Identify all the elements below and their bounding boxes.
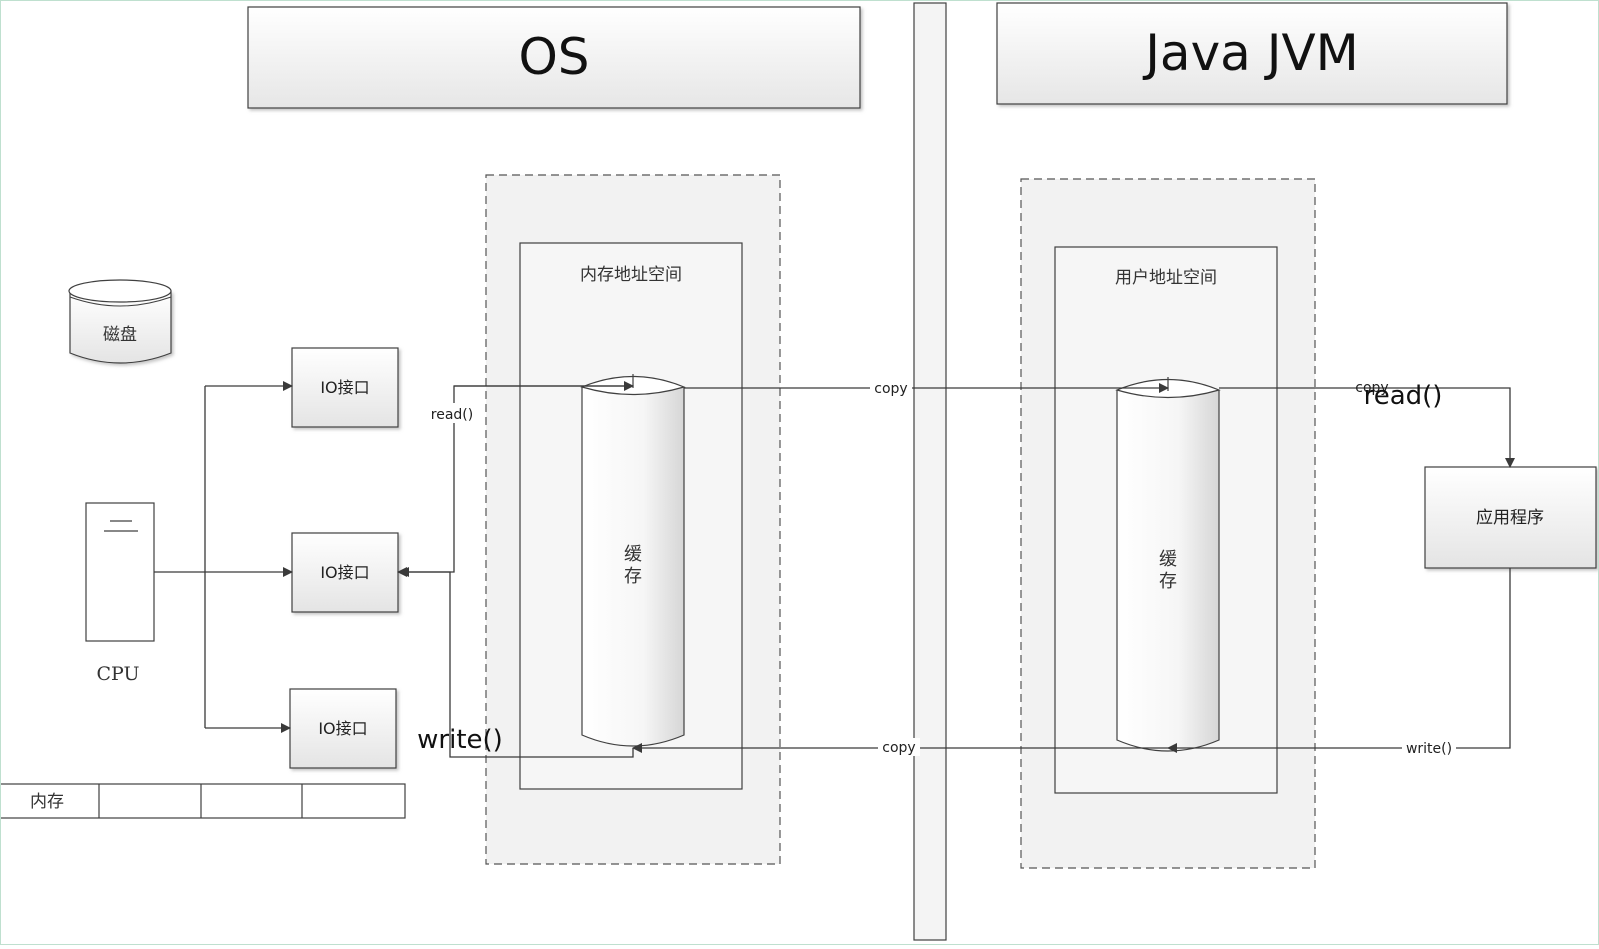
jvm-cache-label-2: 存 xyxy=(1159,571,1177,592)
os-cache-label-1: 缓 xyxy=(624,544,642,565)
app-label: 应用程序 xyxy=(1476,508,1544,528)
io-label-2: IO接口 xyxy=(320,563,369,582)
write-small-label: write() xyxy=(1406,741,1452,757)
jvm-cache-label-1: 缓 xyxy=(1159,549,1177,570)
jvm-header-box xyxy=(996,2,1508,105)
cpu-label: CPU xyxy=(96,663,139,685)
os-cache-cylinder: 缓 存 xyxy=(580,374,686,747)
memory-bar: 内存 xyxy=(0,783,406,819)
copy-top-label: copy xyxy=(874,381,907,397)
disk-icon: 磁盘 xyxy=(68,279,172,364)
cpu-io-connectors xyxy=(154,381,293,733)
jvm-cache-cylinder: 缓 存 xyxy=(1115,377,1221,752)
os-address-space-label: 内存地址空间 xyxy=(580,265,682,285)
os-title: OS xyxy=(518,28,589,86)
io-label-1: IO接口 xyxy=(320,378,369,397)
io-label-3: IO接口 xyxy=(318,719,367,738)
write-big-label: write() xyxy=(417,725,503,755)
app-box xyxy=(1424,466,1597,569)
io-box-1 xyxy=(291,347,399,428)
kernel-boundary-bar xyxy=(913,2,947,941)
memory-label: 内存 xyxy=(30,792,64,812)
read-small-label: read() xyxy=(431,407,473,423)
jvm-title: Java JVM xyxy=(1142,24,1359,82)
cpu-icon: CPU xyxy=(85,502,155,685)
disk-label: 磁盘 xyxy=(103,325,137,345)
os-cache-label-2: 存 xyxy=(624,566,642,587)
io-box-3 xyxy=(289,688,397,769)
read-big-label: read() xyxy=(1364,381,1443,411)
copy-bottom-label: copy xyxy=(882,740,915,756)
jvm-address-space-label: 用户地址空间 xyxy=(1115,268,1217,288)
copy-top-right-label: copy xyxy=(1355,380,1388,396)
os-header-box xyxy=(247,6,861,109)
